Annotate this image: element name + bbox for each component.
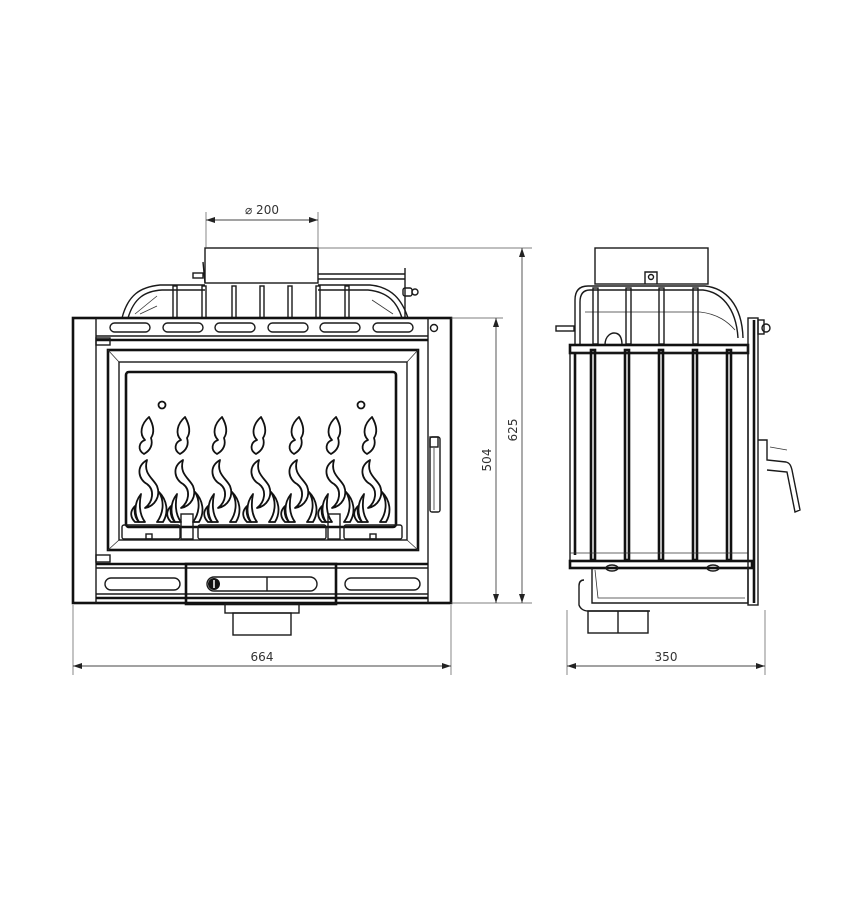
dim-height-body: 504 bbox=[480, 449, 494, 472]
flame-pattern bbox=[130, 400, 391, 523]
damper-rod bbox=[318, 268, 419, 318]
dim-height-total: 625 bbox=[506, 419, 520, 442]
side-ribs bbox=[589, 348, 733, 562]
door bbox=[106, 348, 420, 552]
hinge-bottom bbox=[95, 554, 111, 563]
outer-frame bbox=[71, 316, 453, 605]
dimension-lines bbox=[72, 212, 766, 675]
log-grate bbox=[121, 513, 403, 540]
hinge-top bbox=[95, 337, 111, 346]
top-hood bbox=[121, 284, 409, 319]
bottom-air-inlet bbox=[224, 603, 300, 636]
dim-depth: 350 bbox=[655, 650, 678, 664]
side-view bbox=[555, 247, 801, 634]
front-view bbox=[71, 247, 453, 636]
bottom-vent-band bbox=[96, 562, 428, 606]
top-vent-band bbox=[96, 322, 439, 342]
flue-collar bbox=[192, 247, 319, 284]
dim-flue-diameter: ⌀ 200 bbox=[245, 203, 279, 217]
dim-width: 664 bbox=[251, 650, 274, 664]
hood-bars bbox=[172, 285, 350, 319]
glass-panel bbox=[124, 370, 398, 529]
door-handle bbox=[429, 436, 441, 513]
